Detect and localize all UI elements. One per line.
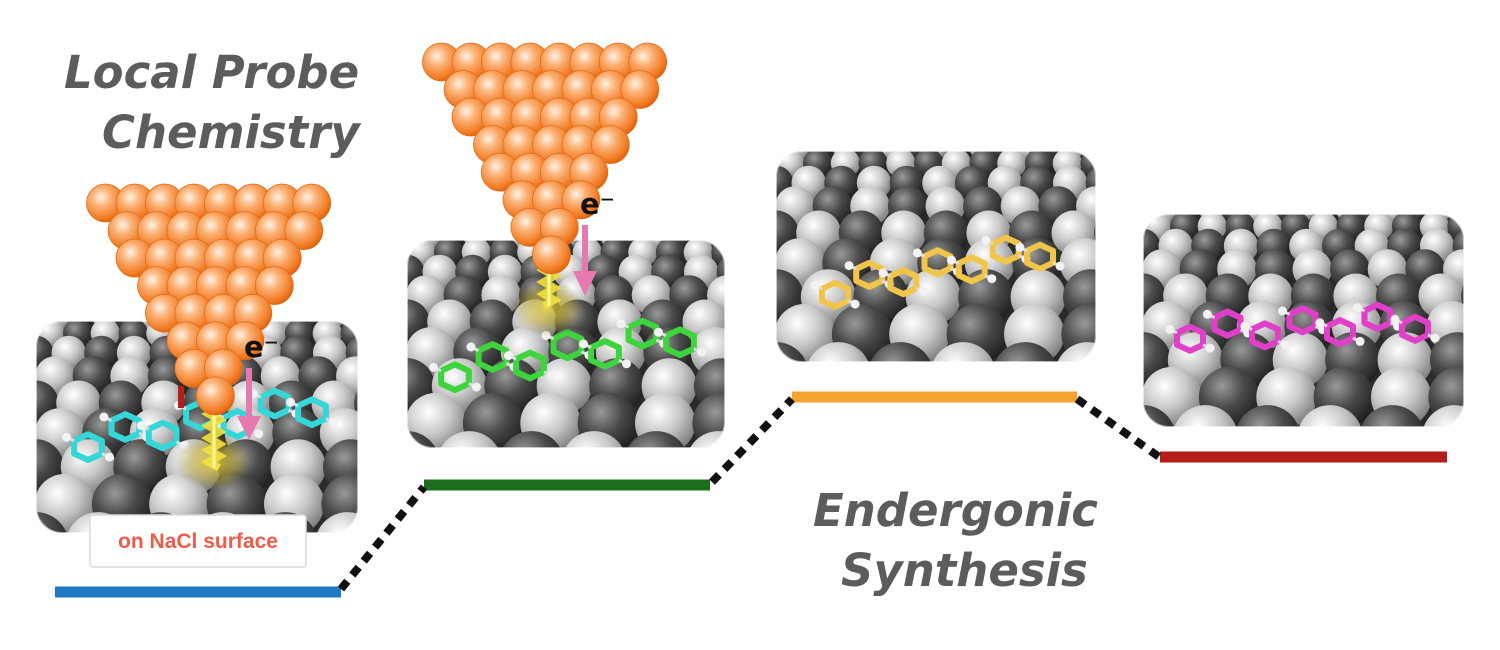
magenta-molecule — [1165, 301, 1440, 354]
subtitle-line-1: Endergonic — [813, 484, 1098, 537]
transition-connector-1 — [337, 484, 428, 592]
surface-label: on NaCl surface — [118, 530, 278, 553]
electron-label-1: e⁻ — [244, 330, 279, 364]
stm-tip-1 — [86, 183, 332, 416]
surface-panel-4 — [1143, 214, 1464, 427]
surface-label-box — [89, 514, 307, 568]
title-line-2: Chemistry — [102, 106, 361, 159]
subtitle-line-2: Synthesis — [841, 544, 1088, 597]
cyan-molecule — [62, 386, 338, 463]
yellow-molecule — [810, 234, 1065, 310]
electron-arrow-2 — [573, 225, 597, 296]
title-line-1: Local Probe — [64, 46, 359, 99]
green-molecule — [429, 317, 706, 393]
electron-arrow-1 — [237, 368, 261, 440]
stm-tip-2 — [422, 42, 668, 275]
transition-connector-2 — [709, 396, 795, 485]
electron-label-2: e⁻ — [580, 187, 615, 221]
